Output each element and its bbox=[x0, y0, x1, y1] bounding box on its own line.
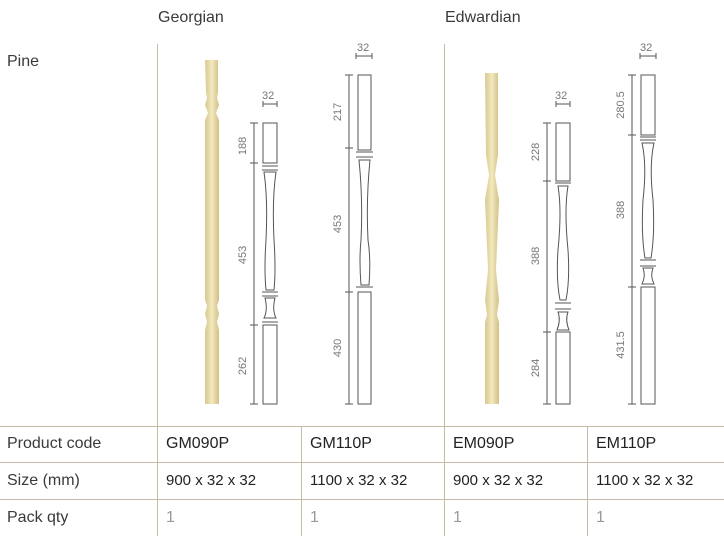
row-label-size: Size (mm) bbox=[7, 472, 80, 489]
baluster-drawings: 32 188 453 262 32 217 453 430 32 228 388… bbox=[205, 42, 657, 405]
gm090p-line-drawing bbox=[250, 101, 278, 405]
size-cell: 900 x 32 x 32 bbox=[166, 472, 257, 489]
em110p-line-drawing bbox=[628, 53, 657, 405]
gm110p-width-label: 32 bbox=[357, 42, 369, 54]
size-cell: 900 x 32 x 32 bbox=[453, 472, 544, 489]
gm110p-bottom-label: 430 bbox=[332, 339, 344, 357]
gm110p-middle-label: 453 bbox=[332, 215, 344, 233]
row-label-product-code: Product code bbox=[7, 435, 102, 452]
column-divider bbox=[301, 426, 302, 536]
column-divider bbox=[157, 426, 158, 536]
georgian-pine-baluster-photo bbox=[205, 60, 219, 404]
gm090p-bottom-label: 262 bbox=[237, 357, 249, 375]
divider-edwardian bbox=[444, 44, 445, 426]
column-divider bbox=[444, 426, 445, 536]
em110p-top-label: 280.5 bbox=[615, 91, 627, 119]
product-code-cell: EM090P bbox=[453, 435, 515, 452]
product-code-cell: GM090P bbox=[166, 435, 230, 452]
em090p-middle-label: 388 bbox=[530, 247, 542, 265]
em110p-bottom-label: 431.5 bbox=[615, 331, 627, 359]
em110p-middle-label: 388 bbox=[615, 201, 627, 219]
column-divider bbox=[587, 426, 588, 536]
product-code-cell: EM110P bbox=[596, 435, 657, 452]
gm110p-top-label: 217 bbox=[332, 103, 344, 121]
em090p-width-label: 32 bbox=[555, 90, 567, 102]
gm090p-middle-label: 453 bbox=[237, 246, 249, 264]
row-label-pack-qty: Pack qty bbox=[7, 509, 69, 526]
row-divider bbox=[0, 462, 724, 463]
table-top-border bbox=[0, 426, 724, 427]
em090p-line-drawing bbox=[543, 101, 571, 405]
pack-qty-cell: 1 bbox=[453, 509, 462, 526]
edwardian-pine-baluster-photo bbox=[485, 73, 499, 404]
row-divider bbox=[0, 499, 724, 500]
divider-georgian bbox=[157, 44, 158, 426]
size-cell: 1100 x 32 x 32 bbox=[310, 472, 408, 489]
pack-qty-cell: 1 bbox=[310, 509, 319, 526]
pack-qty-cell: 1 bbox=[166, 509, 175, 526]
pack-qty-cell: 1 bbox=[596, 509, 605, 526]
gm110p-line-drawing bbox=[345, 53, 373, 405]
size-cell: 1100 x 32 x 32 bbox=[596, 472, 694, 489]
em090p-top-label: 228 bbox=[530, 143, 542, 161]
product-code-cell: GM110P bbox=[310, 435, 372, 452]
heading-georgian: Georgian bbox=[158, 9, 224, 26]
em090p-bottom-label: 284 bbox=[530, 359, 542, 377]
gm090p-width-label: 32 bbox=[262, 90, 274, 102]
gm090p-top-label: 188 bbox=[237, 137, 249, 155]
wood-type-label: Pine bbox=[7, 53, 40, 70]
em110p-width-label: 32 bbox=[640, 42, 652, 54]
heading-edwardian: Edwardian bbox=[445, 9, 521, 26]
